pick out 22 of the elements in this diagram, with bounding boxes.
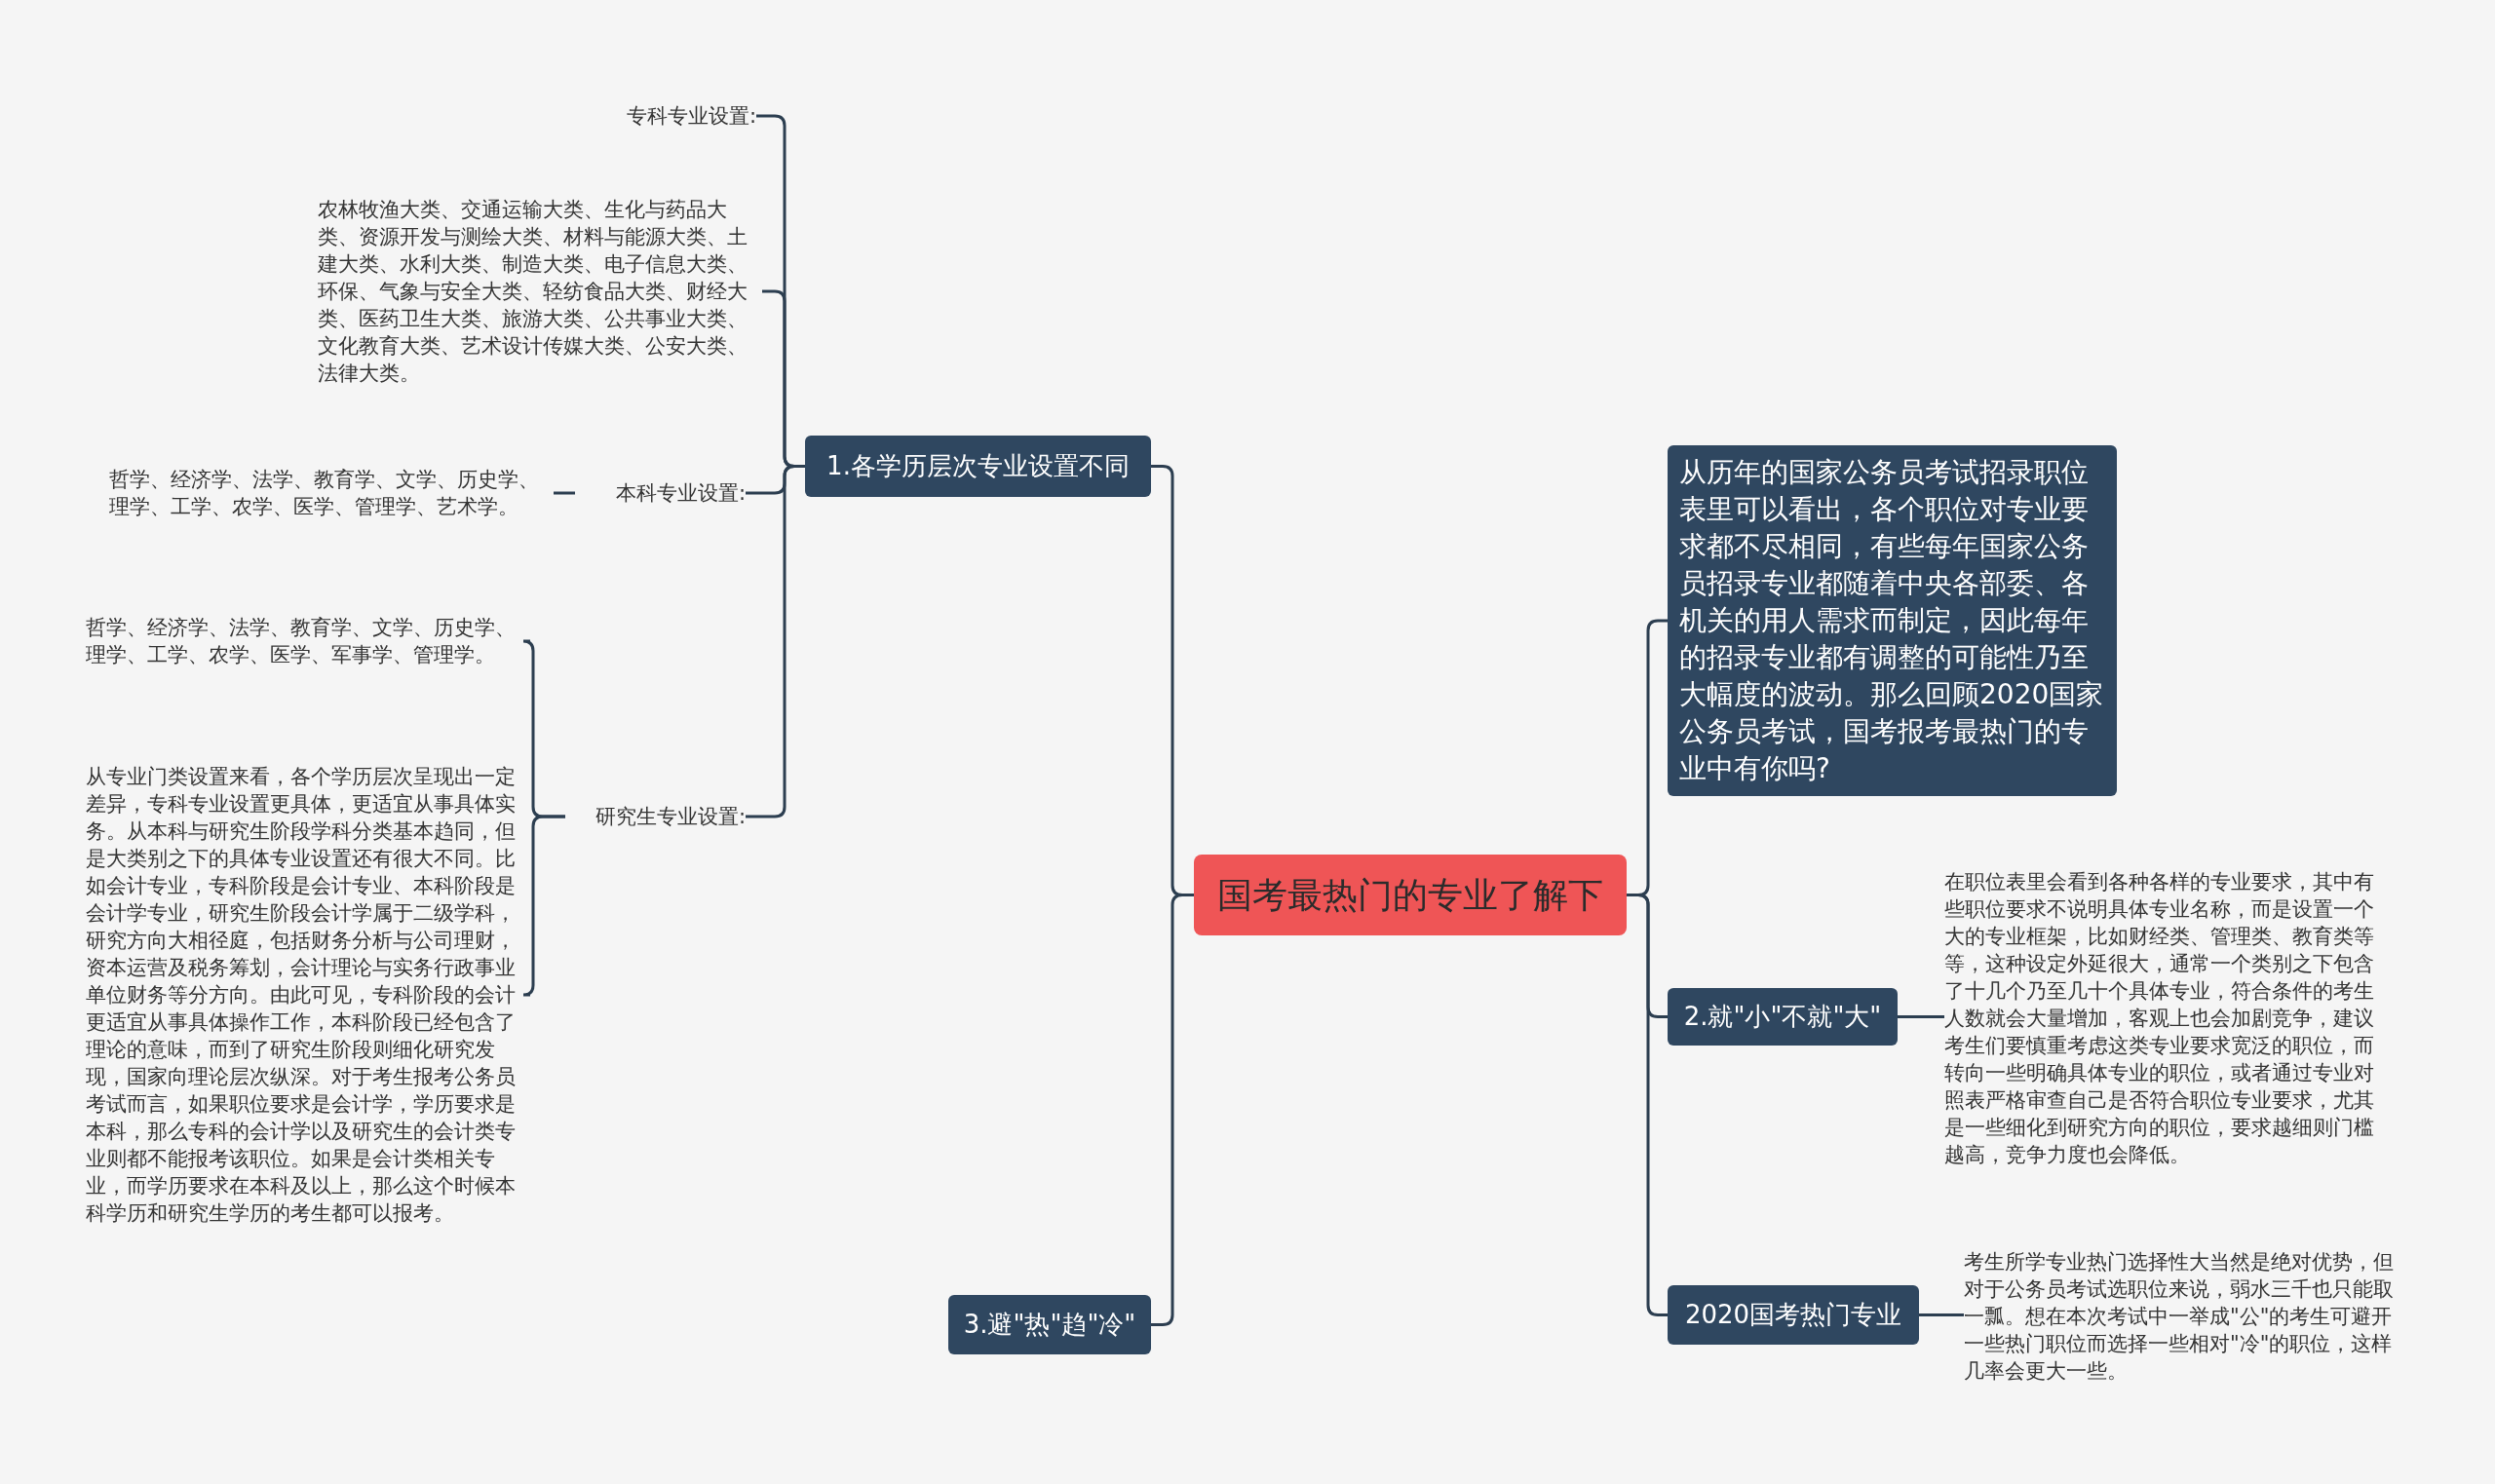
note-text: 农林牧渔大类、交通运输大类、生化与药品大类、资源开发与测绘大类、材料与能源大类、土建大类、水利大类、制造大类、电子信息大类、环保、气象与安全大类、轻纺食品大类、财经大类、医药卫生大类、旅游大类、公共事业大类、文化教育大类、艺术设计传媒大类、公安大类、法律大类。 <box>318 196 762 387</box>
note-text: 哲学、经济学、法学、教育学、文学、历史学、理学、工学、农学、医学、军事学、管理学。 <box>86 601 530 681</box>
connector-line <box>1898 1015 1944 1018</box>
note-text: 考生所学专业热门选择性大当然是绝对优势，但对于公务员考试选职位来说，弱水三千也只能取一瓢。想在本次考试中一举成"公"的考生可避开一些热门职位而选择一些相对"冷"的职位，这样几率会更大一些。 <box>1964 1247 2408 1385</box>
topic-box: 2.就"小"不就"大" <box>1668 988 1898 1046</box>
connector-line <box>554 491 575 495</box>
central-topic: 国考最热门的专业了解下 <box>1194 855 1627 935</box>
connector-line <box>1919 1313 1964 1316</box>
topic-box: 3.避"热"趋"冷" <box>948 1295 1151 1354</box>
note-text: 从专业门类设置来看，各个学历层次呈现出一定差异，专科专业设置更具体，更适宜从事具体实务。从本科与研究生阶段学科分类基本趋同，但是大类别之下的具体专业设置还有很大不同。比如会计专业，专科阶段是会计专业、本科阶段是会计学专业，研究生阶段会计学属于二级学科，研究方向大相径庭，包括财务分析与公司理财，资本运营及税务筹划，会计理论与实务行政事业单位财务等分方向。由此可见，专科阶段的会计更适宜从事具体操作工作，本科阶段已经包含了理论的意味，而到了研究生阶段则细化研究发现，国家向理论层次纵深。对于考生报考公务员考试而言，如果职位要求是会计学，学历要求是本科，那么专科的会计学以及研究生的会计类专业则都不能报考该职位。如果是会计类相关专业，而学历要求在本科及以上，那么这个时候本科学历和研究生学历的考生都可以报考。 <box>86 751 530 1238</box>
connector-line <box>521 815 565 997</box>
note-text: 哲学、经济学、法学、教育学、文学、历史学、理学、工学、农学、医学、管理学、艺术学。 <box>109 453 554 533</box>
connector-line <box>746 465 805 818</box>
topic-box: 2020国考热门专业 <box>1668 1285 1919 1345</box>
subtopic-text: 本科专业设置: <box>575 478 746 510</box>
note-text: 在职位表里会看到各种各样的专业要求，其中有些职位要求不说明具体专业名称，而是设置一个大的专业框架，比如财经类、管理类、教育类等等，这种设定外延很大，通常一个类别之下包含了十几个乃至几十个具体专业，符合条件的考生人数就会大量增加，客观上也会加剧竞争，建议考生们要慎重考虑这类专业要求宽泛的职位，而转向一些明确具体专业的职位，或者通过专业对照表严格审查自己是否符合职位专业要求，尤其是一些细化到研究方向的职位，要求越细则门槛越高，竞争力度也会降低。 <box>1944 855 2389 1181</box>
topic-box: 从历年的国家公务员考试招录职位表里可以看出，各个职位对专业要求都不尽相同，有些每年国家公务员招录专业都随着中央各部委、各机关的用人需求而制定，因此每年的招录专业都有调整的可能性乃至大幅度的波动。那么回顾2020国家公务员考试，国考报考最热门的专业中有你吗? <box>1668 445 2117 796</box>
subtopic-text: 研究生专业设置: <box>565 802 746 833</box>
subtopic-text: 专科专业设置: <box>575 101 756 133</box>
connector-line <box>1627 894 1668 1316</box>
connector-line <box>1151 894 1194 1326</box>
topic-box: 1.各学历层次专业设置不同 <box>805 436 1151 497</box>
